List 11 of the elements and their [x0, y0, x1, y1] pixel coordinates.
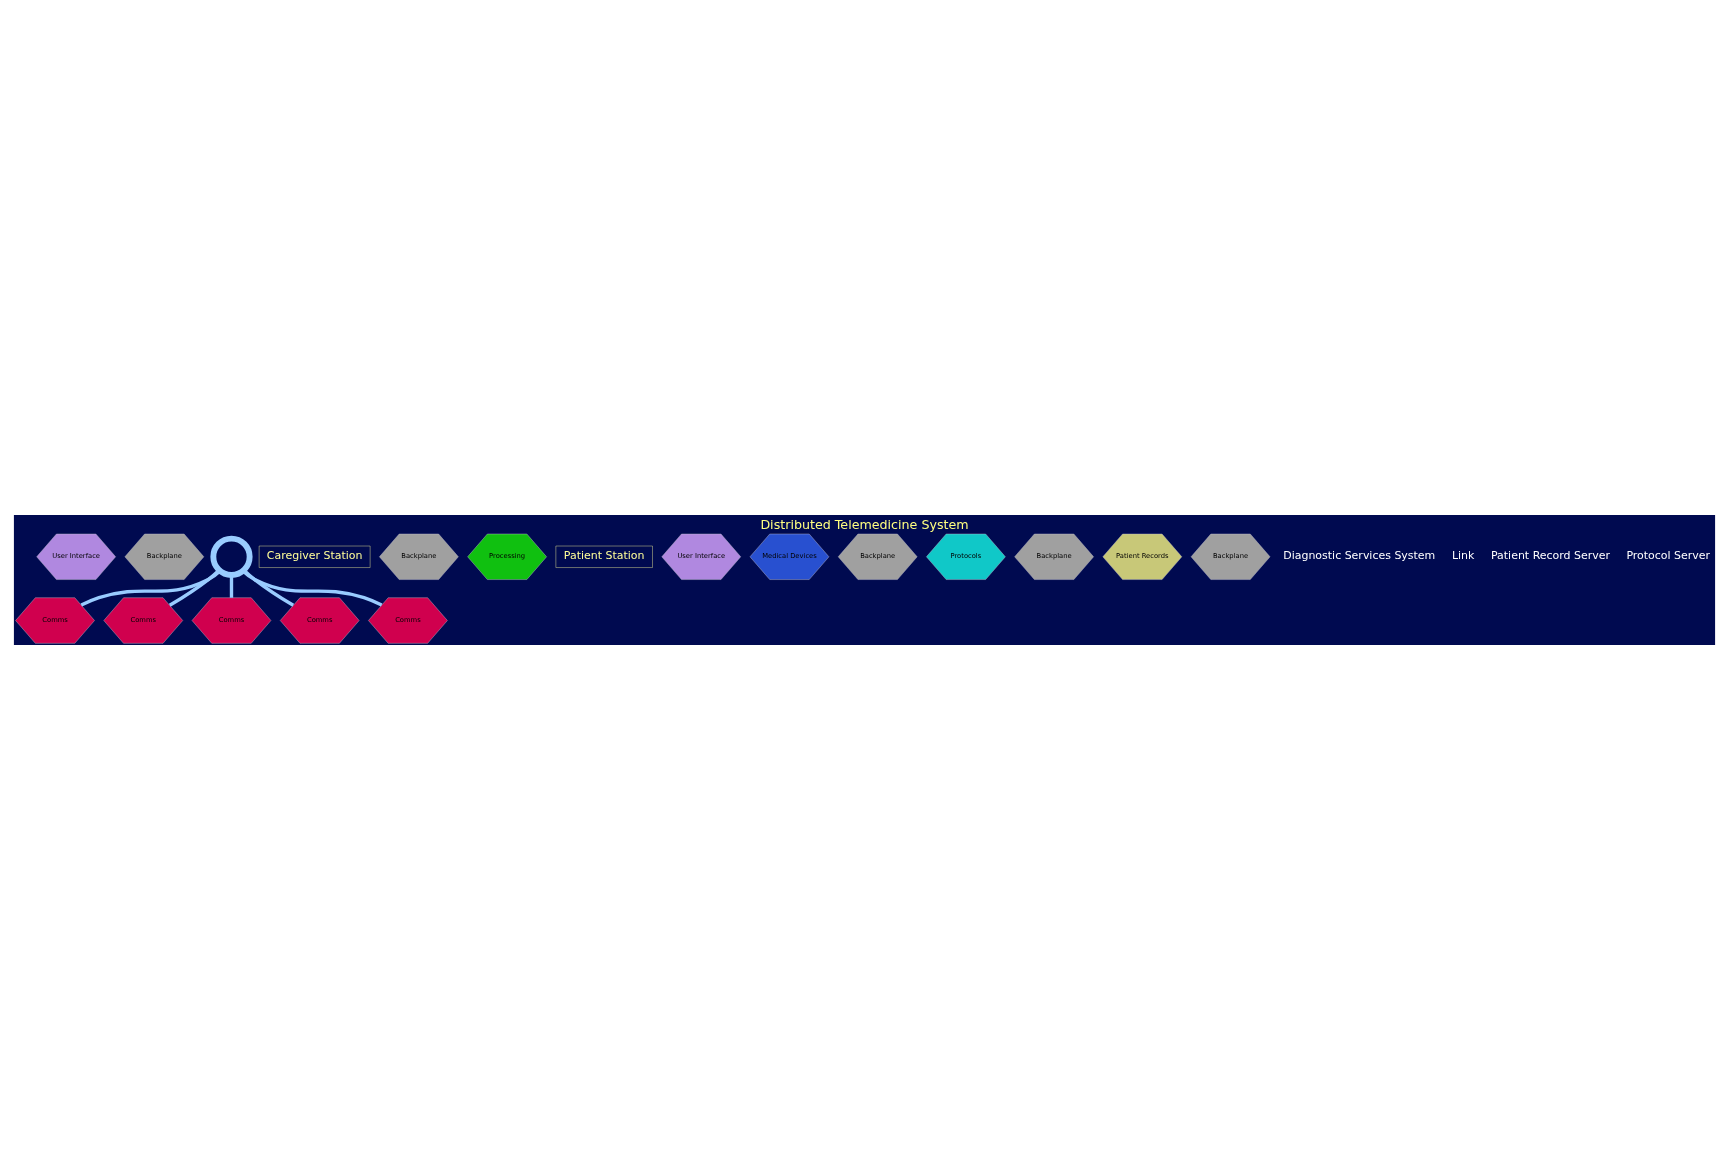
label: Protocol Server	[1626, 549, 1711, 563]
diagram-title: Distributed Telemedicine System	[760, 516, 969, 532]
node-box: Caregiver Station	[258, 545, 371, 568]
node-box: Patient Station	[555, 545, 653, 568]
connector	[229, 575, 234, 598]
label: Link	[1451, 549, 1475, 563]
connector	[80, 569, 222, 607]
connector	[241, 569, 383, 607]
label: Patient Record Server	[1490, 549, 1611, 563]
label: Diagnostic Services System	[1283, 549, 1436, 563]
node-circle	[210, 535, 253, 578]
